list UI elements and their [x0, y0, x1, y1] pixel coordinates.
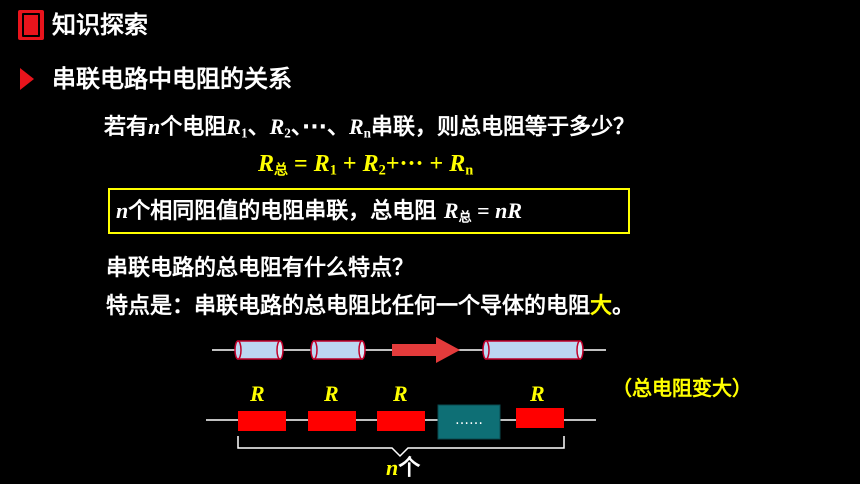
resistor-label: R	[250, 381, 265, 406]
conductor-short-2	[310, 340, 366, 360]
resistor-2	[308, 411, 356, 431]
ellipsis-box	[437, 404, 501, 440]
ellipsis-text: ……	[455, 412, 483, 428]
conductor-diagram	[212, 337, 606, 363]
conclusion-text: n个相同阻值的电阻串联，总电阻 R总 = nR	[116, 198, 523, 226]
resistor-1	[238, 411, 286, 431]
question-characteristic: 串联电路的总电阻有什么特点？	[106, 256, 415, 281]
conclusion-box	[108, 188, 630, 234]
resistor-3	[377, 411, 425, 431]
answer-text: 特点是：串联电路的总电阻比任何一个导体的电阻大。	[106, 294, 635, 319]
page-title: 知识探索	[52, 11, 148, 39]
resistor-count-label: n个	[386, 455, 421, 481]
right-arrow-icon	[392, 337, 460, 363]
section-arrow-icon	[20, 68, 34, 90]
resistor-chain	[206, 404, 596, 458]
section-title: 串联电路中电阻的关系	[52, 65, 292, 93]
conductor-short-1	[234, 340, 284, 360]
resistor-label: R	[530, 381, 545, 406]
count-brace	[237, 436, 565, 458]
resistor-n	[516, 408, 564, 428]
resistor-label: R	[324, 381, 339, 406]
header-icon	[18, 10, 44, 40]
question-total-resistance: 若有n个电阻R1、R2、···、Rn串联，则总电阻等于多少？	[104, 114, 636, 141]
resistor-label: R	[393, 381, 408, 406]
conductor-long	[482, 340, 584, 360]
total-resistance-formula: R总 = R1 + R2+··· + Rn	[258, 151, 474, 179]
resistance-increase-label: （总电阻变大）	[612, 376, 752, 400]
